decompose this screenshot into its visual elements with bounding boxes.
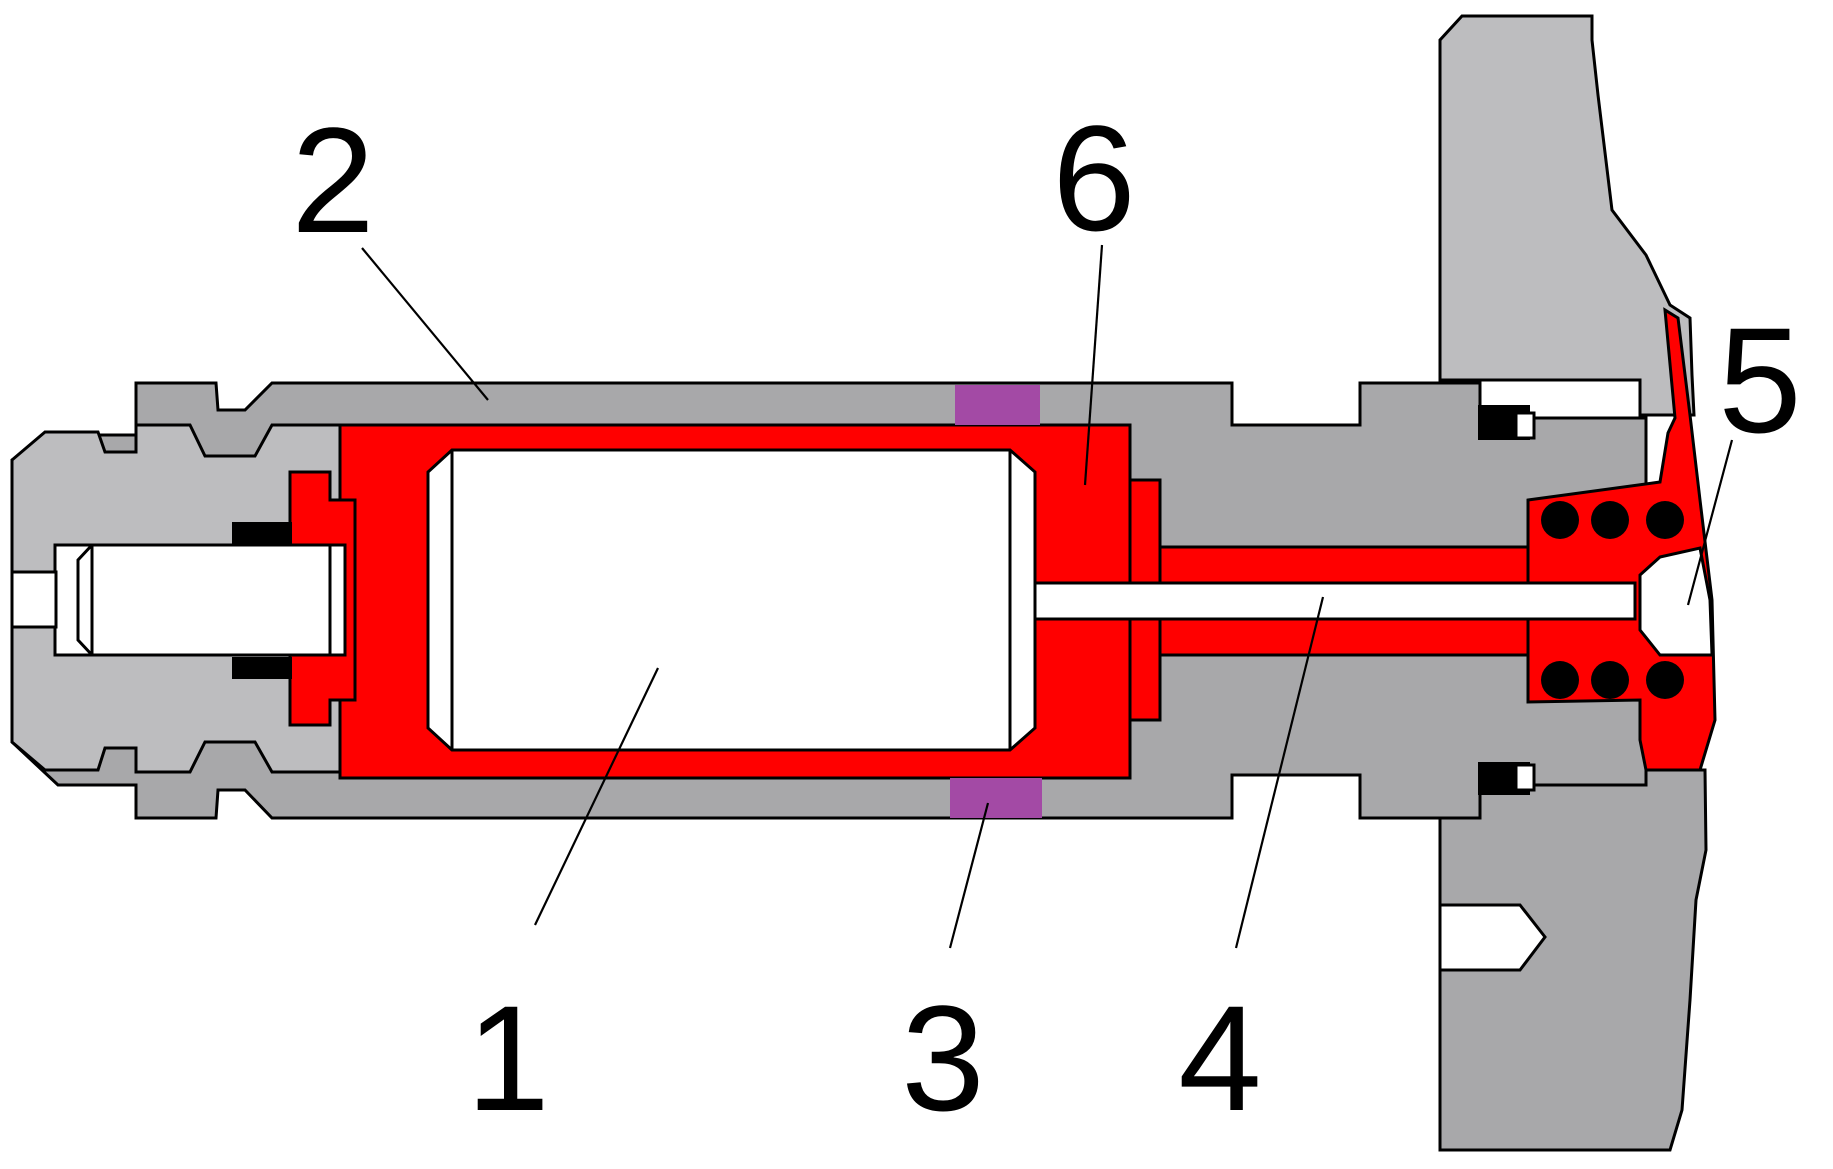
- stem-bore: [1033, 581, 1637, 621]
- leader-3: [948, 802, 990, 949]
- leader-2: [361, 247, 489, 401]
- window-top: [955, 385, 1040, 425]
- seals: [232, 405, 1536, 795]
- wall-hole: [1438, 903, 1547, 972]
- inner-cavity: [426, 448, 1037, 752]
- ball: [1646, 501, 1684, 539]
- seal-left-bottom: [232, 657, 292, 679]
- leader-1: [534, 667, 659, 926]
- leader-5: [1686, 439, 1734, 606]
- callout-label-3: 3: [901, 974, 984, 1142]
- seal-left-top: [232, 522, 292, 544]
- left-bore-insert: [76, 543, 332, 657]
- callout-label-2: 2: [291, 96, 374, 264]
- wall-panel: [1438, 14, 1708, 1152]
- callout-label-5: 5: [1718, 296, 1801, 464]
- seal-right-top-gap: [1514, 411, 1536, 440]
- leader-6: [1083, 244, 1104, 486]
- bearing-balls: [1541, 501, 1684, 699]
- ball: [1591, 661, 1629, 699]
- ball: [1541, 501, 1579, 539]
- callout-label-1: 1: [466, 974, 549, 1142]
- leader-4: [1234, 596, 1325, 949]
- window-bottom: [950, 778, 1042, 818]
- leader-lines: [361, 244, 1734, 949]
- callout-label-6: 6: [1052, 94, 1135, 262]
- tip-opening: [1638, 546, 1714, 657]
- seal-right-bottom-gap: [1514, 763, 1536, 792]
- left-end-hole: [10, 570, 58, 629]
- callout-label-4: 4: [1178, 974, 1261, 1142]
- ball: [1541, 661, 1579, 699]
- callout-labels: 1 2 3 4 5 6: [291, 94, 1801, 1142]
- ball: [1591, 501, 1629, 539]
- wall-panel-lower: [1438, 768, 1708, 1152]
- wall-panel-upper: [1438, 14, 1696, 417]
- ball: [1646, 661, 1684, 699]
